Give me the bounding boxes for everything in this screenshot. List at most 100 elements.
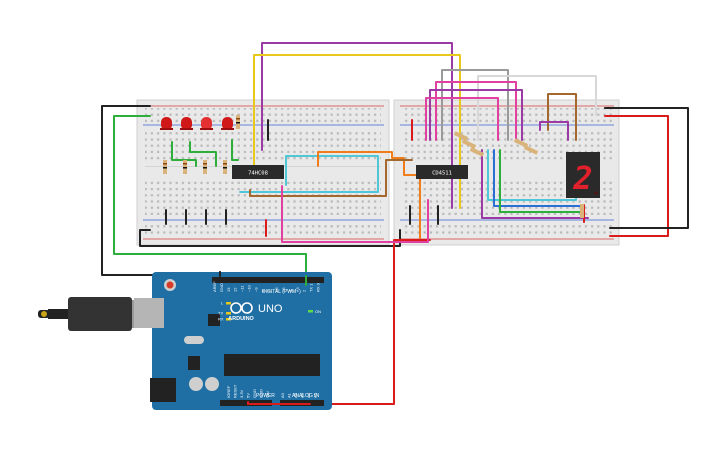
arduino-regulator <box>188 356 200 370</box>
arduino-digital-pin-label-1: GND <box>219 283 224 292</box>
wire-purple-short[interactable] <box>539 121 569 141</box>
right-bottom-rail-holes <box>402 222 612 237</box>
left-bottom-rail-holes <box>145 222 381 237</box>
arduino-usb-port <box>134 298 164 328</box>
resistor-right-3[interactable] <box>469 147 485 157</box>
arduino-capacitor-2 <box>205 377 219 391</box>
arduino-analog-pin-label-0: A0 <box>280 392 285 398</box>
wire-purple-top[interactable] <box>261 42 453 209</box>
arduino-digital-pin-label-8: 7 <box>267 289 272 292</box>
arduino-brand-label: ARDUINO <box>228 316 254 322</box>
resistor-right-6[interactable] <box>580 204 584 218</box>
arduino-power-pin-label-6: VIN <box>265 391 270 398</box>
arduino-digital-pin-label-6: ~9 <box>253 287 258 292</box>
arduino-analog-pin-label-3: A3 <box>300 392 305 398</box>
arduino-model-label: UNO <box>258 303 283 315</box>
usb-cable-tip <box>41 311 47 317</box>
arduino-analog-pin-label-2: A2 <box>293 392 298 398</box>
arduino-digital-pin-label-0: AREF <box>212 281 217 292</box>
wire-white-loop[interactable] <box>477 75 597 141</box>
wire-yellow-top[interactable] <box>253 54 461 209</box>
wire-red-5v-tip[interactable] <box>247 401 311 405</box>
arduino-analog-pin-label-5: A5 <box>313 392 318 398</box>
seven-segment-display[interactable]: 2 <box>566 152 600 198</box>
arduino-digital-pin-label-2: 13 <box>226 287 231 292</box>
led-1[interactable] <box>160 117 173 130</box>
arduino-led-rx <box>226 318 231 321</box>
resistor-right-2[interactable] <box>461 139 477 149</box>
chip-74hc08-body <box>232 165 284 179</box>
resistor-left-2[interactable] <box>183 160 187 174</box>
resistor-left-1[interactable] <box>163 160 167 174</box>
wire-blue-right[interactable] <box>493 149 581 207</box>
arduino-power-pin-label-1: RESET <box>233 384 238 398</box>
seven-segment-body <box>566 152 600 198</box>
wire-brown-bridge[interactable] <box>249 159 413 197</box>
wire-green-d2[interactable] <box>113 115 307 286</box>
chip-74hc08-label: 74HC08 <box>248 171 268 177</box>
wire-brown-loop[interactable] <box>547 93 577 141</box>
wire-gray-loop[interactable] <box>441 69 509 141</box>
arduino-capacitor-1 <box>189 377 203 391</box>
chip-74hc08[interactable]: 74HC08 <box>232 165 284 179</box>
resistor-left-3[interactable] <box>203 160 207 174</box>
wire-cyan-bridge[interactable] <box>239 155 379 193</box>
wire-pink-loop-c[interactable] <box>425 97 499 141</box>
chip-cd4511-label: CD4511 <box>432 171 452 177</box>
wire-black-right-rail[interactable] <box>604 107 689 229</box>
led-4[interactable] <box>221 117 234 130</box>
led-3[interactable] <box>200 117 213 130</box>
wire-green-led-c[interactable] <box>231 139 239 161</box>
arduino-digital-pin-label-4: ~11 <box>240 285 245 292</box>
arduino-power-pin-label-0: IOREF <box>226 385 231 398</box>
arduino-power-pin-label-5: GND <box>259 389 264 398</box>
wire-red-5v[interactable] <box>309 239 431 405</box>
wire-pink-bridge[interactable] <box>281 185 429 243</box>
resistor-right-4[interactable] <box>513 138 529 148</box>
led-group <box>160 117 234 130</box>
arduino-digital-pin-label-12: ~3 <box>295 287 300 292</box>
wire-green-right[interactable] <box>499 149 585 213</box>
arduino-uno[interactable]: L TX RX ON ARDUINO UNO DIGITAL (PWM~) PO… <box>134 272 332 410</box>
arduino-power-jack <box>150 378 176 402</box>
arduino-usb-chip <box>208 314 220 326</box>
wires <box>101 42 689 405</box>
chip-cd4511-body <box>416 165 468 179</box>
resistor-left-5[interactable] <box>236 115 240 129</box>
resistor-left-4[interactable] <box>223 160 227 174</box>
wire-red-right-rail[interactable] <box>604 115 669 237</box>
arduino-digital-pin-label-15: RX 0 <box>316 282 321 292</box>
arduino-atmega-chip <box>224 354 320 376</box>
wire-pink-loop-a[interactable] <box>435 81 517 141</box>
arduino-reset-button[interactable] <box>166 281 174 289</box>
seven-segment-dp <box>594 191 598 195</box>
resistor-right-1[interactable] <box>453 131 469 141</box>
arduino-digital-pin-label-7: 8 <box>260 289 265 292</box>
arduino-on-label: ON <box>315 309 321 314</box>
arduino-digital-pin-label-13: 2 <box>302 289 307 292</box>
arduino-crystal <box>184 336 204 344</box>
led-2[interactable] <box>180 117 193 130</box>
arduino-led-tx <box>226 312 231 315</box>
wire-purple-right[interactable] <box>481 149 589 219</box>
wire-green-led-b[interactable] <box>189 141 217 167</box>
arduino-analog-pin-label-1: A1 <box>287 392 292 398</box>
arduino-digital-header <box>212 277 324 283</box>
arduino-digital-pin-label-11: 4 <box>288 289 293 292</box>
arduino-digital-pin-label-14: TX 1 <box>309 283 314 292</box>
arduino-led-on <box>308 310 313 313</box>
resistor-right-5[interactable] <box>523 145 539 155</box>
arduino-power-pin-label-3: 5V <box>246 393 251 398</box>
wires-top-layer <box>219 271 311 405</box>
chip-cd4511[interactable]: CD4511 <box>416 165 468 179</box>
arduino-power-pin-label-2: 3.3V <box>239 389 244 398</box>
arduino-power-header <box>220 400 272 406</box>
arduino-power-label: POWER <box>256 393 275 399</box>
arduino-power-pin-label-4: GND <box>252 389 257 398</box>
wire-purple-loop-b[interactable] <box>429 89 523 141</box>
